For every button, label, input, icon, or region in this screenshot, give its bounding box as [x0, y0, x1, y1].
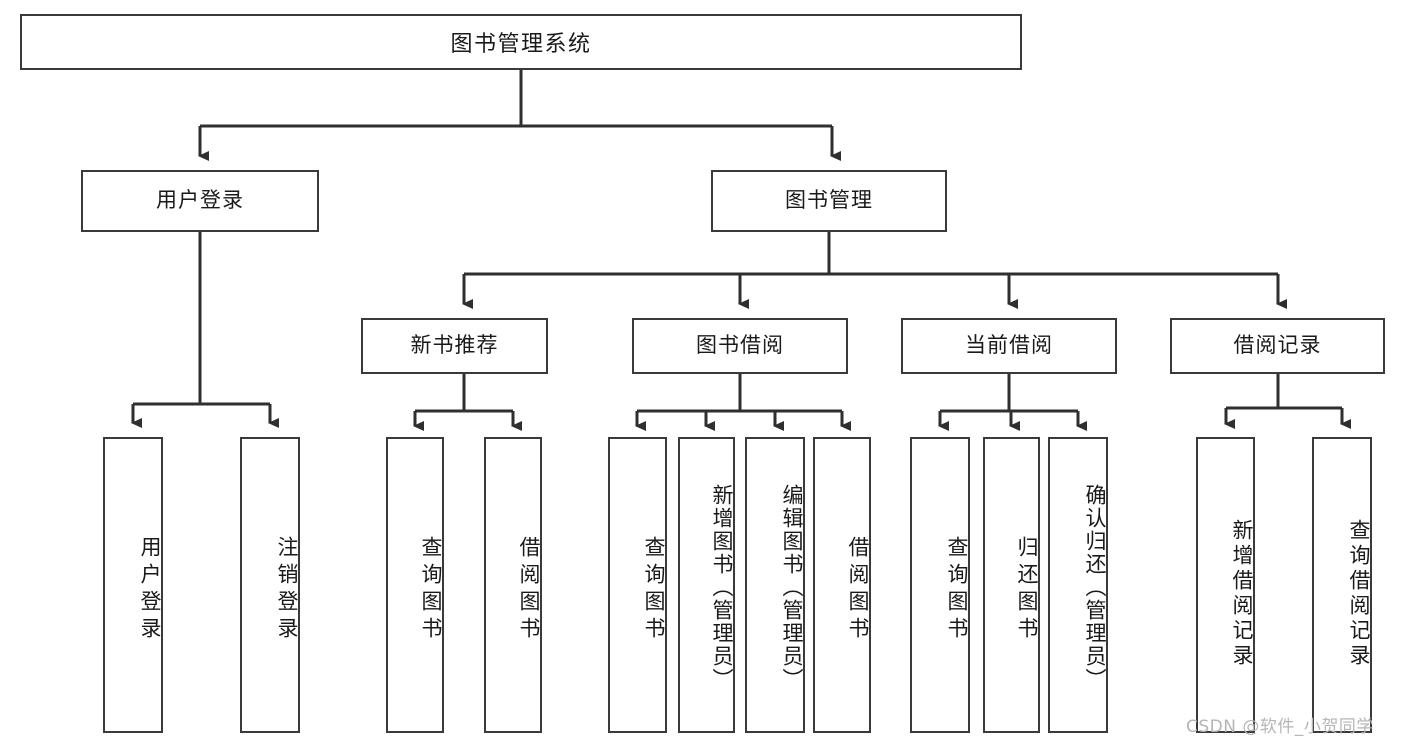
node-leaf-add-record-label: 新增借阅记录	[1230, 519, 1254, 669]
node-book-manage[interactable]: 图书管理	[711, 170, 947, 232]
node-leaf-user-login[interactable]: 用户登录	[103, 437, 163, 733]
node-leaf-borrow-book-bb[interactable]: 借阅图书	[813, 437, 871, 733]
node-book-borrow[interactable]: 图书借阅	[632, 318, 848, 374]
node-leaf-borrow-book-bb-label: 借阅图书	[846, 536, 870, 644]
node-new-book-rec[interactable]: 新书推荐	[361, 318, 548, 374]
node-leaf-query-book-bb[interactable]: 查询图书	[608, 437, 667, 733]
node-borrow-record-label: 借阅记录	[1233, 333, 1322, 358]
node-leaf-user-logout-label: 注销登录	[275, 536, 299, 644]
node-leaf-add-book-label: 新增图书（管理员）	[710, 483, 734, 691]
node-current-borrow-label: 当前借阅	[965, 333, 1053, 358]
node-root[interactable]: 图书管理系统	[20, 14, 1022, 70]
node-leaf-query-book-cb-label: 查询图书	[945, 536, 969, 644]
node-leaf-borrow-book-rec[interactable]: 借阅图书	[484, 437, 542, 733]
node-user-login[interactable]: 用户登录	[81, 170, 319, 232]
node-leaf-edit-book-label: 编辑图书（管理员）	[780, 483, 804, 691]
node-new-book-rec-label: 新书推荐	[410, 333, 499, 358]
node-current-borrow[interactable]: 当前借阅	[901, 318, 1117, 374]
node-leaf-user-login-label: 用户登录	[138, 536, 162, 644]
node-book-manage-label: 图书管理	[785, 188, 873, 213]
node-leaf-user-logout[interactable]: 注销登录	[240, 437, 300, 733]
node-leaf-query-record-label: 查询借阅记录	[1347, 519, 1371, 669]
node-leaf-borrow-book-rec-label: 借阅图书	[517, 536, 541, 644]
node-leaf-query-book-rec-label: 查询图书	[419, 536, 443, 644]
node-book-borrow-label: 图书借阅	[696, 333, 784, 358]
node-leaf-edit-book[interactable]: 编辑图书（管理员）	[745, 437, 805, 733]
node-leaf-query-book-cb[interactable]: 查询图书	[910, 437, 970, 733]
node-leaf-query-record[interactable]: 查询借阅记录	[1312, 437, 1372, 733]
node-user-login-label: 用户登录	[156, 188, 244, 213]
node-leaf-confirm-return[interactable]: 确认归还（管理员）	[1048, 437, 1108, 733]
node-leaf-query-book-rec[interactable]: 查询图书	[386, 437, 444, 733]
node-leaf-confirm-return-label: 确认归还（管理员）	[1083, 483, 1107, 691]
node-leaf-return-book-label: 归还图书	[1015, 536, 1039, 644]
node-leaf-add-record[interactable]: 新增借阅记录	[1196, 437, 1255, 733]
node-root-label: 图书管理系统	[450, 32, 592, 57]
node-leaf-add-book[interactable]: 新增图书（管理员）	[678, 437, 735, 733]
csdn-watermark: CSDN @软件_小贺同学	[1186, 717, 1374, 737]
node-leaf-query-book-bb-label: 查询图书	[642, 536, 666, 644]
node-leaf-return-book[interactable]: 归还图书	[983, 437, 1040, 733]
node-borrow-record[interactable]: 借阅记录	[1170, 318, 1385, 374]
